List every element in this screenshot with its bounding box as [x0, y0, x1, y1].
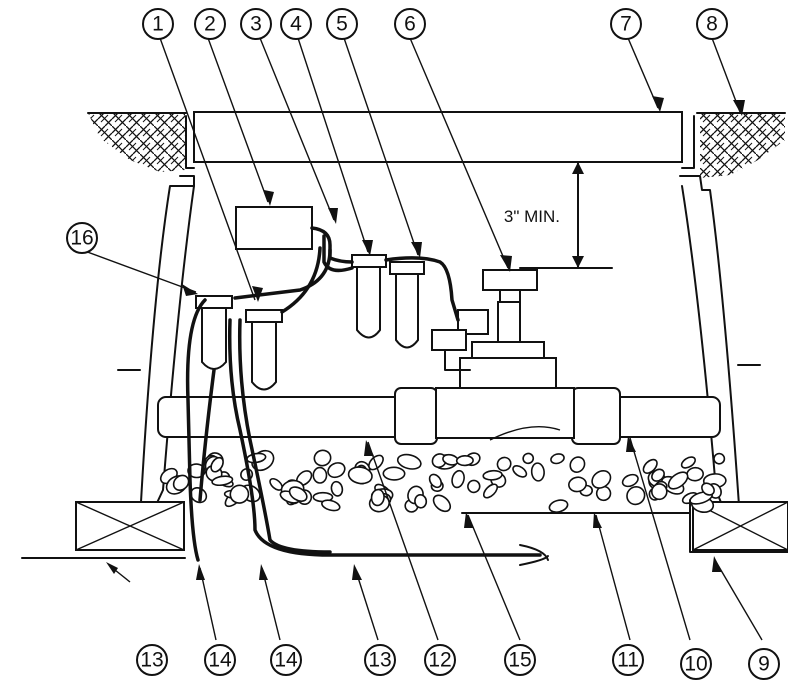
gravel-stone — [642, 458, 658, 474]
svg-text:16: 16 — [70, 227, 93, 250]
gravel-stone — [569, 456, 586, 473]
gravel-stone — [650, 483, 668, 501]
gravel-stone — [667, 471, 689, 490]
gravel-stone — [210, 456, 224, 473]
gravel-stone — [368, 454, 384, 471]
ground-line-bottom-right — [689, 499, 788, 553]
gravel-stone — [455, 454, 474, 467]
valve-box-body — [99, 175, 761, 531]
gravel-stone — [550, 453, 565, 465]
gravel-stone — [313, 449, 332, 467]
callout-14-left: 14 — [204, 644, 236, 676]
gravel-stone — [467, 479, 481, 494]
gravel-stone — [482, 483, 499, 499]
gravel-stone — [330, 480, 344, 497]
soil-left — [88, 113, 185, 172]
gravel-stone — [496, 456, 512, 472]
svg-text:14: 14 — [274, 649, 298, 672]
callout-13-right: 13 — [364, 644, 396, 676]
gravel-stone — [370, 488, 385, 507]
callout-3: 3 — [240, 8, 272, 40]
gravel-stone — [522, 452, 535, 465]
dimension-3in-min: 3" MIN. — [504, 161, 613, 269]
gravel-stone — [568, 476, 587, 493]
gravel-stone — [211, 475, 234, 487]
svg-text:5: 5 — [336, 13, 348, 36]
svg-text:10: 10 — [684, 653, 707, 676]
dimension-label: 3" MIN. — [504, 207, 560, 226]
svg-text:8: 8 — [706, 13, 718, 36]
svg-text:1: 1 — [152, 13, 164, 36]
callout-1: 1 — [142, 8, 174, 40]
gravel-stone — [347, 466, 373, 485]
wiring — [185, 226, 549, 566]
gravel-stone — [482, 469, 503, 481]
callout-11: 11 — [612, 644, 644, 676]
svg-text:6: 6 — [404, 13, 416, 36]
callout-2: 2 — [194, 8, 226, 40]
arrowheads — [106, 96, 745, 580]
gravel-stone — [451, 469, 465, 489]
svg-text:11: 11 — [617, 649, 639, 672]
gravel-stone — [432, 494, 452, 513]
valve — [431, 269, 575, 441]
callout-5: 5 — [326, 8, 358, 40]
gravel-stone — [626, 486, 646, 506]
gravel-stone — [530, 462, 545, 482]
controller-module — [235, 206, 313, 250]
callout-15: 15 — [504, 644, 536, 676]
svg-text:14: 14 — [208, 649, 232, 672]
gravel-stone — [713, 452, 726, 465]
valve-box-lid — [185, 111, 695, 169]
callout-14-right: 14 — [270, 644, 302, 676]
svg-text:12: 12 — [428, 649, 451, 672]
callout-16: 16 — [66, 222, 98, 254]
gravel-stone — [512, 465, 528, 478]
gravel-stone — [229, 484, 250, 504]
gravel-stone — [172, 474, 190, 491]
gravel-stone — [701, 482, 715, 496]
svg-text:2: 2 — [204, 13, 216, 36]
svg-text:13: 13 — [140, 649, 163, 672]
svg-text:3: 3 — [250, 13, 262, 36]
gravel-bed — [159, 449, 727, 514]
callout-7: 7 — [610, 8, 642, 40]
svg-text:9: 9 — [758, 653, 770, 676]
callout-12: 12 — [424, 644, 456, 676]
callout-8: 8 — [696, 8, 728, 40]
gravel-stone — [327, 462, 346, 479]
gravel-stone — [382, 466, 406, 481]
svg-text:7: 7 — [620, 13, 632, 36]
gravel-stone — [312, 466, 328, 484]
gravel-stone — [288, 486, 308, 502]
callout-13-left: 13 — [136, 644, 168, 676]
svg-text:13: 13 — [368, 649, 391, 672]
soil-right — [700, 113, 785, 178]
gravel-stone — [548, 499, 569, 513]
gravel-stone — [651, 468, 665, 482]
callout-10: 10 — [680, 648, 712, 680]
callout-9: 9 — [748, 648, 780, 680]
svg-text:4: 4 — [290, 13, 302, 36]
gravel-stone — [591, 469, 612, 489]
gravel-stone — [428, 473, 443, 489]
gravel-stone — [686, 466, 704, 482]
svg-text:15: 15 — [508, 649, 531, 672]
gravel-stone — [414, 494, 428, 509]
gravel-stone — [680, 456, 696, 469]
callout-6: 6 — [394, 8, 426, 40]
gravel-stone — [321, 499, 341, 512]
gravel-stone — [396, 453, 422, 470]
callout-4: 4 — [280, 8, 312, 40]
brick-left — [75, 501, 185, 551]
gravel-stone — [621, 473, 639, 488]
